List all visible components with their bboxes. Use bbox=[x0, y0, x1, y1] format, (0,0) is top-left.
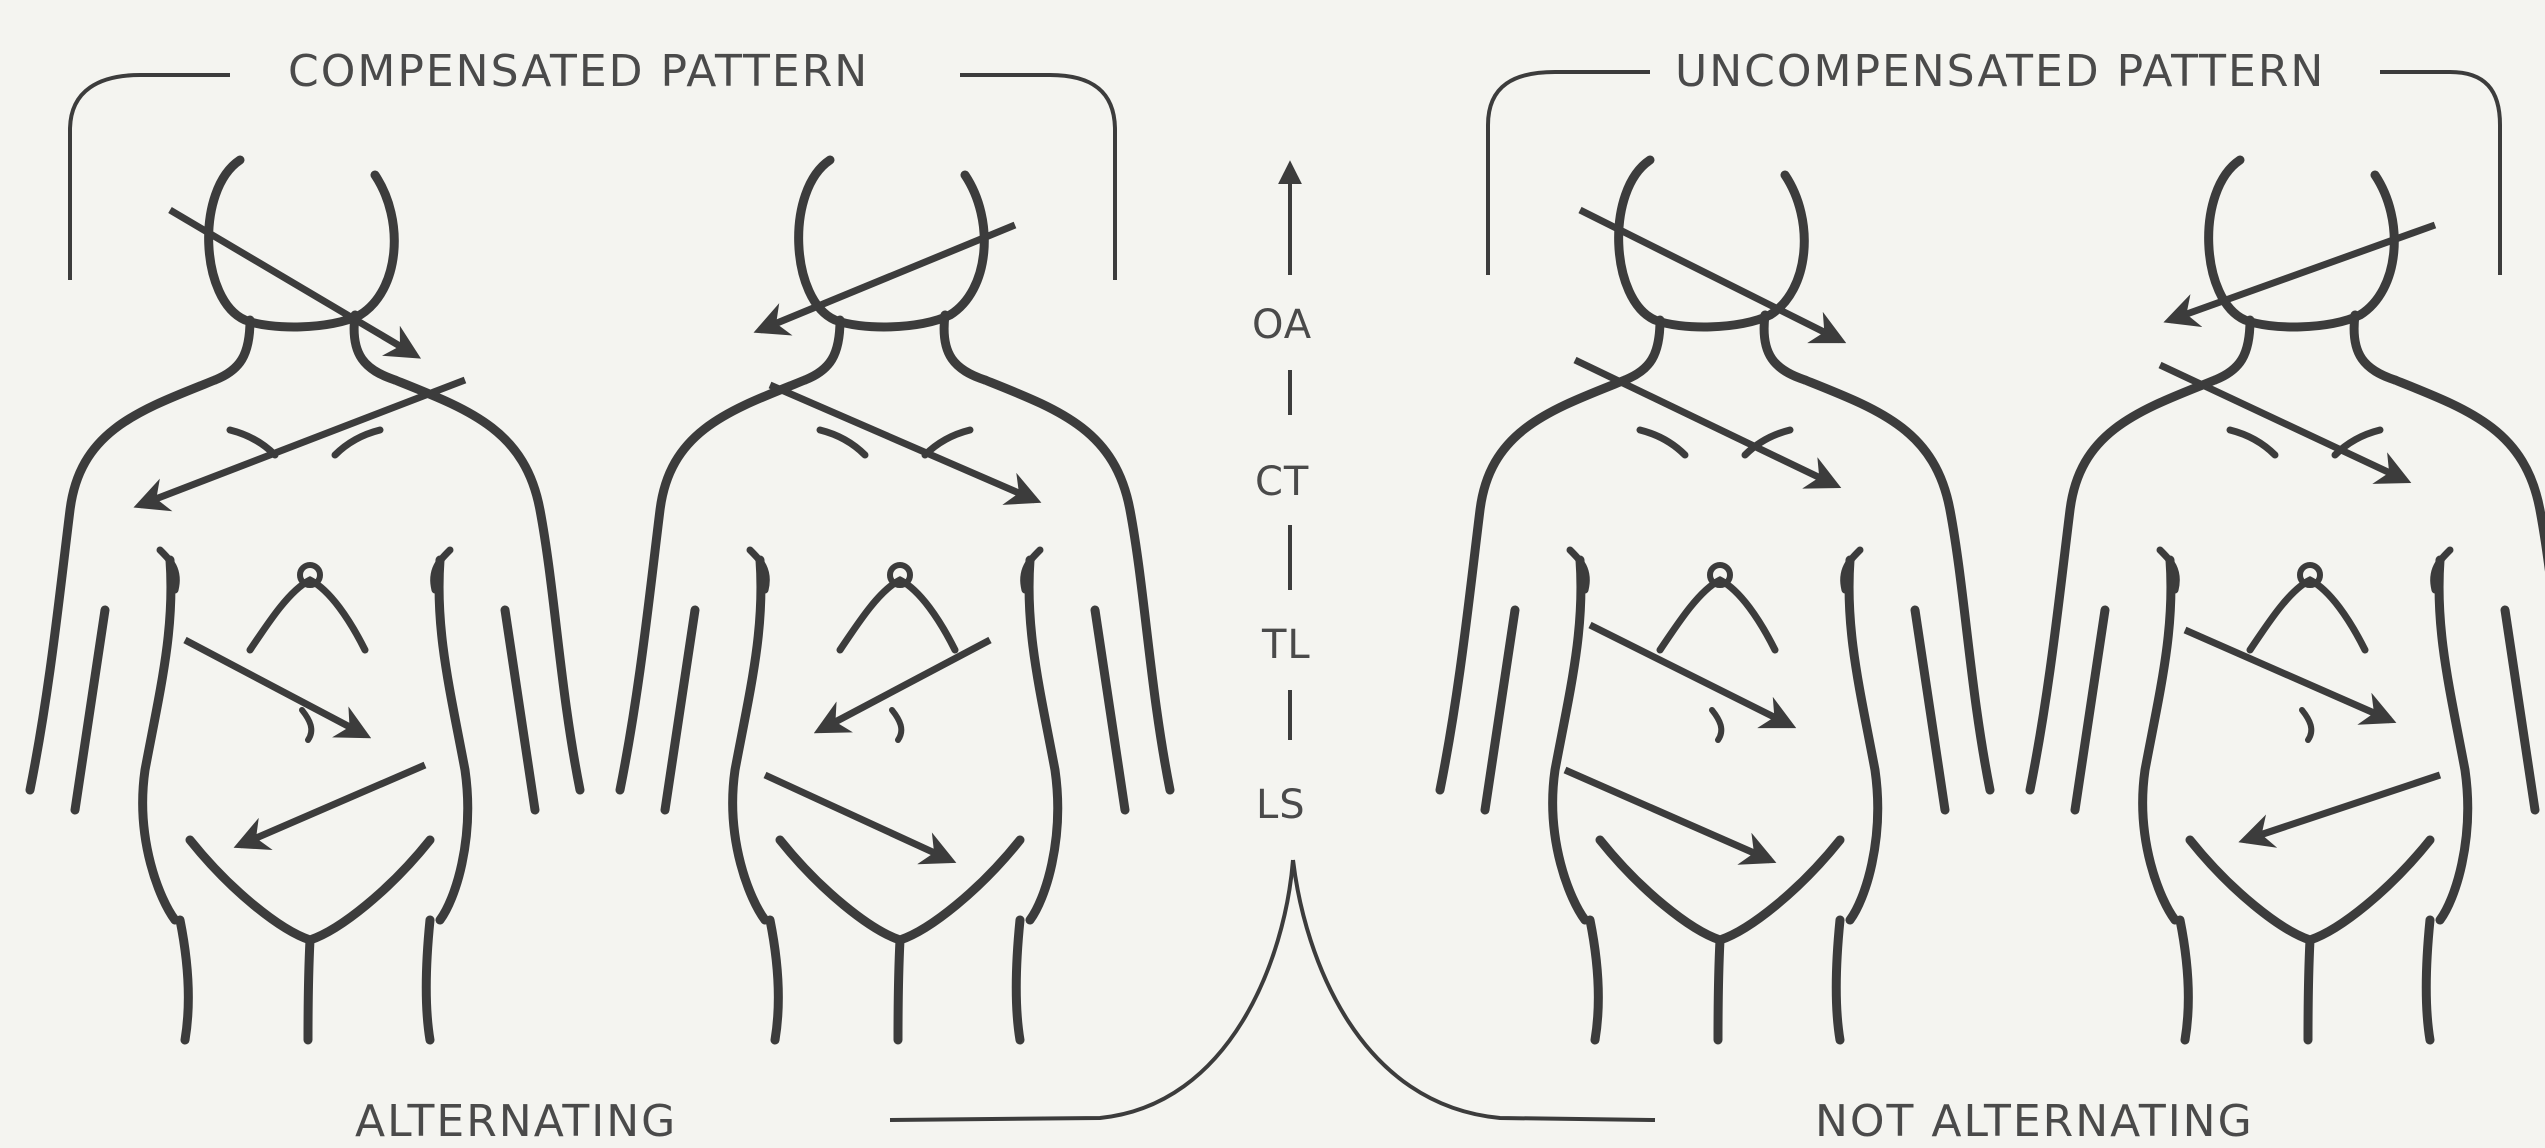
figure-3-body bbox=[1440, 160, 1990, 1040]
uncompensated-pattern-label: UNCOMPENSATED PATTERN bbox=[1675, 50, 2325, 94]
figure-4-body bbox=[2030, 160, 2545, 1040]
figure-2-arrows bbox=[760, 225, 1035, 860]
spine-level-ls: LS bbox=[1256, 785, 1306, 825]
spine-level-oa: OA bbox=[1252, 305, 1312, 345]
figure-4-arrows bbox=[2160, 225, 2440, 840]
figure-2-body bbox=[620, 160, 1170, 1040]
spine-level-tl: TL bbox=[1262, 625, 1311, 665]
not-alternating-label: NOT ALTERNATING bbox=[1815, 1100, 2254, 1144]
compensated-pattern-label: COMPENSATED PATTERN bbox=[288, 50, 869, 94]
spine-level-ct: CT bbox=[1255, 462, 1309, 502]
figure-1-arrows bbox=[140, 210, 465, 845]
figure-3-arrows bbox=[1565, 210, 1840, 860]
alternating-label: ALTERNATING bbox=[355, 1100, 677, 1144]
